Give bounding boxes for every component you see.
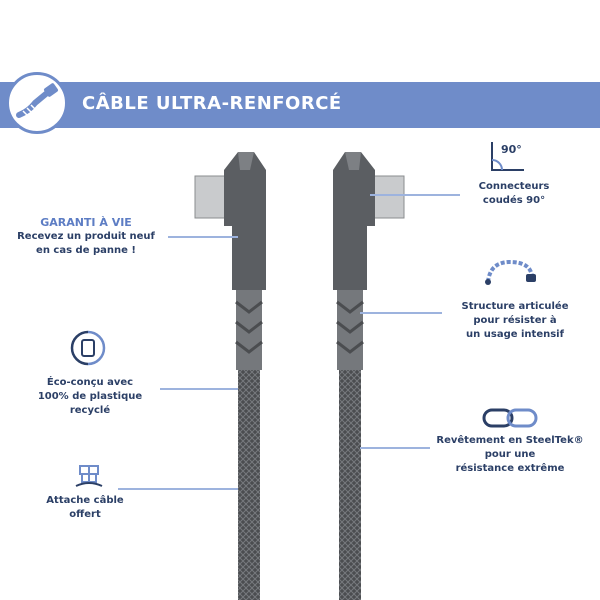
eco-text-1: Éco-conçu avec	[46, 377, 134, 388]
title-banner	[0, 82, 600, 128]
banner-badge	[6, 72, 68, 134]
structure-text-3: un usage intensif	[466, 329, 564, 340]
warranty-block: GARANTI À VIE Recevez un produit neuf en…	[6, 216, 166, 258]
tie-text-2: offert	[69, 509, 101, 520]
structure-text-2: pour résister à	[473, 315, 557, 326]
gift-icon	[75, 465, 103, 487]
connectors-text-1: Connecteurs	[478, 181, 550, 192]
warranty-text-1: Recevez un produit neuf	[17, 231, 155, 242]
eco-text-2: 100% de plastique recyclé	[37, 391, 143, 416]
connector-line-connectors	[370, 194, 460, 196]
connector-line-warranty	[168, 236, 238, 238]
tie-block: Attache câble offert	[30, 494, 140, 522]
cable-icon	[16, 83, 58, 118]
warranty-title: GARANTI À VIE	[40, 216, 132, 229]
coating-text-2: pour une	[484, 449, 536, 460]
tie-text-1: Attache câble	[46, 495, 124, 506]
articulated-structure-icon	[485, 259, 536, 285]
connectors-block: Connecteurs coudés 90°	[454, 180, 574, 208]
structure-block: Structure articulée pour résister à un u…	[440, 300, 590, 342]
coating-text-3: résistance extrême	[455, 463, 565, 474]
recycle-icon	[70, 330, 106, 366]
structure-text-1: Structure articulée	[461, 301, 569, 312]
steeltek-link-icon	[482, 408, 538, 428]
connector-line-structure	[360, 312, 442, 314]
angle-90-icon: 90°	[491, 142, 524, 171]
right-cable	[333, 152, 405, 600]
coating-block: Revêtement en SteelTek® pour une résista…	[424, 434, 596, 476]
connector-line-eco	[160, 388, 238, 390]
connectors-text-2: coudés 90°	[482, 195, 546, 206]
warranty-text-2: en cas de panne !	[36, 245, 136, 256]
connector-line-coating	[360, 447, 430, 449]
page-title: CÂBLE ULTRA-RENFORCÉ	[82, 93, 342, 114]
coating-text-1: Revêtement en SteelTek®	[436, 435, 584, 446]
connector-line-tie	[118, 488, 238, 490]
eco-block: Éco-conçu avec 100% de plastique recyclé	[20, 376, 160, 418]
angle-label: 90°	[501, 143, 522, 156]
left-cable	[194, 152, 266, 600]
